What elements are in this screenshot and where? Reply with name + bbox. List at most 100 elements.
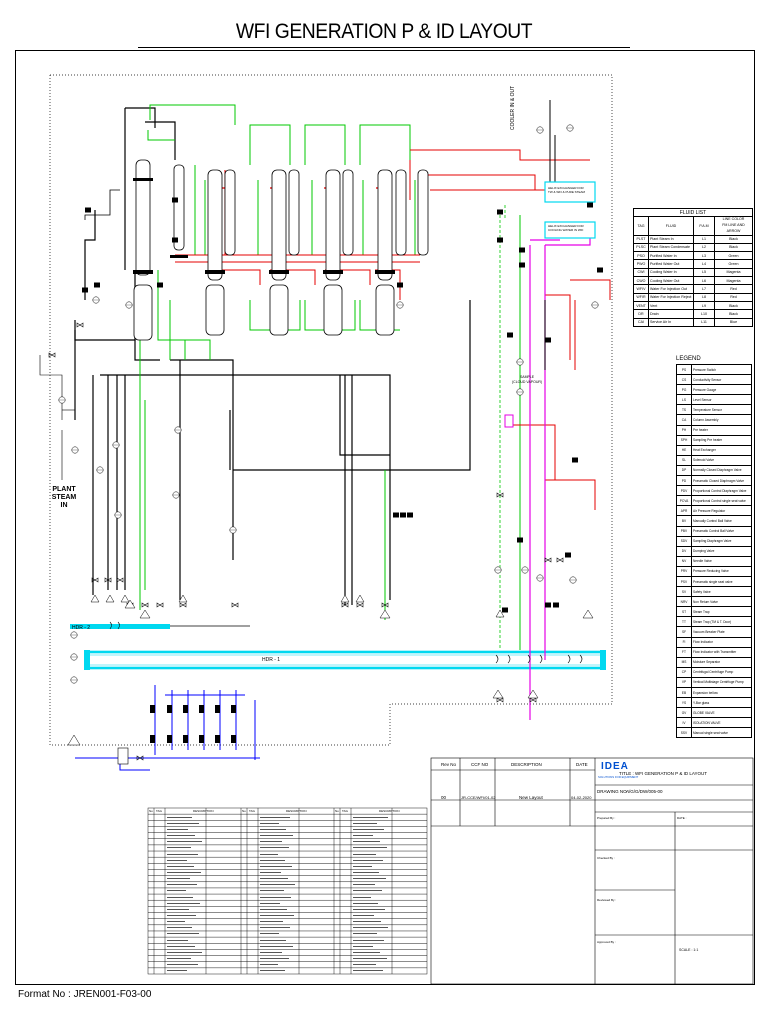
equipment-row-text (260, 822, 279, 824)
plant-steam-skid (39, 355, 75, 480)
legend-symbol: PDV (676, 485, 692, 497)
equipment-row-text (167, 908, 189, 910)
fluid-cell-tag: PWO (633, 259, 649, 269)
equipment-row-text (260, 896, 291, 898)
legend-label: Steam Trap (691, 606, 752, 618)
fluid-cell-color: Magenta (714, 267, 753, 278)
legend-symbol: GV (676, 707, 692, 719)
equipment-row-text (353, 908, 385, 910)
legend-title: LEGEND (676, 356, 701, 362)
ccf-value: JR-CCE/WFI/01-02 (461, 795, 496, 800)
equipment-table-header: DESCRIPTION (379, 808, 400, 813)
legend-label: Temperature Sensor (691, 404, 752, 416)
equipment-row-text (353, 927, 388, 929)
date-label: DATE : (677, 816, 687, 820)
legend-label: GLOBE VALVE (691, 707, 752, 719)
legend-label: Sampling Pre heater (691, 434, 752, 446)
fluid-cell-line: L2 (693, 242, 715, 253)
page-title: WFI GENERATION P & ID LAYOUT (235, 20, 533, 43)
fluid-list-title: FLUID LIST (633, 207, 753, 218)
equipment-row-text (167, 890, 186, 892)
legend-label: Proportional Control single seat valve (691, 495, 752, 507)
air-manifold-components (150, 705, 236, 743)
format-number: Format No : JREN001-F03-00 (18, 989, 152, 1000)
skid-boundary (49, 74, 613, 746)
instrument-tags (82, 197, 603, 613)
approved-by: Approved By : (597, 940, 616, 944)
air-manifold (75, 685, 260, 771)
legend-symbol: HE (676, 444, 692, 456)
equipment-row-text (167, 847, 191, 849)
pipe-breaks (109, 621, 583, 664)
fluid-cell-fluid: Water For Injection Out (648, 284, 694, 294)
fluid-cell-line: L1 (693, 234, 715, 244)
ccf-header: CCF NO (471, 762, 489, 767)
equipment-row-text (353, 816, 388, 818)
equipment-row-text (353, 951, 380, 953)
cooler-label: COOLER IN & OUT (510, 85, 516, 130)
fluid-cell-line: L5 (693, 267, 715, 278)
description-header: DESCRIPTION (511, 762, 542, 767)
title-underline (138, 47, 630, 48)
legend-symbol: EB (676, 686, 692, 699)
equipment-row-text (353, 822, 377, 824)
legend-label: Pneumatic Closed Diaphragm Valve (691, 475, 752, 487)
equipment-row-text (260, 878, 288, 880)
equipment-row-text (353, 914, 374, 916)
equipment-row-text (167, 951, 202, 953)
equipment-row-text (353, 865, 372, 867)
equipment-row-text (167, 914, 196, 916)
equipment-row-text (353, 841, 380, 843)
equipment-row-text (167, 964, 198, 966)
equipment-row-text (167, 945, 195, 947)
legend-symbol: CS (676, 374, 692, 386)
equipment-row-text (167, 822, 199, 824)
equipment-row-text (260, 853, 278, 855)
fluid-cell-line: L6 (693, 276, 715, 286)
still-flanges (133, 178, 395, 274)
fluid-cell-fluid: Purified Water Out (648, 259, 694, 269)
fluid-cell-color: Red (714, 292, 753, 302)
date-value: 04-02-2020 (571, 795, 592, 800)
equipment-row-text (353, 835, 373, 837)
legend-label: Centrifugal Centrifuge Pump (691, 666, 752, 678)
equipment-row-text (353, 847, 387, 849)
purified-water-dashed (499, 205, 506, 650)
reviewed-by: Reviewed By : (597, 898, 617, 902)
legend-symbol: TS (676, 404, 692, 416)
legend-label: Conductivity Sensor (691, 374, 752, 386)
fluid-cell-line: L3 (693, 251, 715, 261)
legend-label: Expansion bellow (691, 686, 752, 699)
equipment-row-text (167, 896, 193, 898)
legend-symbol: BV (676, 515, 692, 527)
heat-exchanger-boxes (544, 181, 596, 239)
steam-feed-line (84, 189, 120, 220)
legend-label: Dumping Valve (691, 545, 752, 557)
equipment-table-header: TAG (156, 808, 162, 813)
legend-label: Pre heater (691, 424, 752, 436)
fluid-cell-color: Black (714, 234, 753, 244)
fluid-cell-fluid: Cooling Water Out (648, 276, 694, 286)
equipment-row-text (260, 884, 295, 886)
legend-symbol: PS (676, 363, 692, 376)
hdr-1-header (84, 650, 606, 670)
legend-symbol: SDV (676, 535, 692, 547)
equipment-row-text (353, 853, 376, 855)
equipment-row-text (167, 902, 200, 904)
legend-symbol: PG (676, 384, 692, 396)
hx2-label: HELIX EXCHANGER FOR COOLING WATER IN WFI (548, 224, 584, 232)
equipment-row-text (353, 878, 386, 880)
